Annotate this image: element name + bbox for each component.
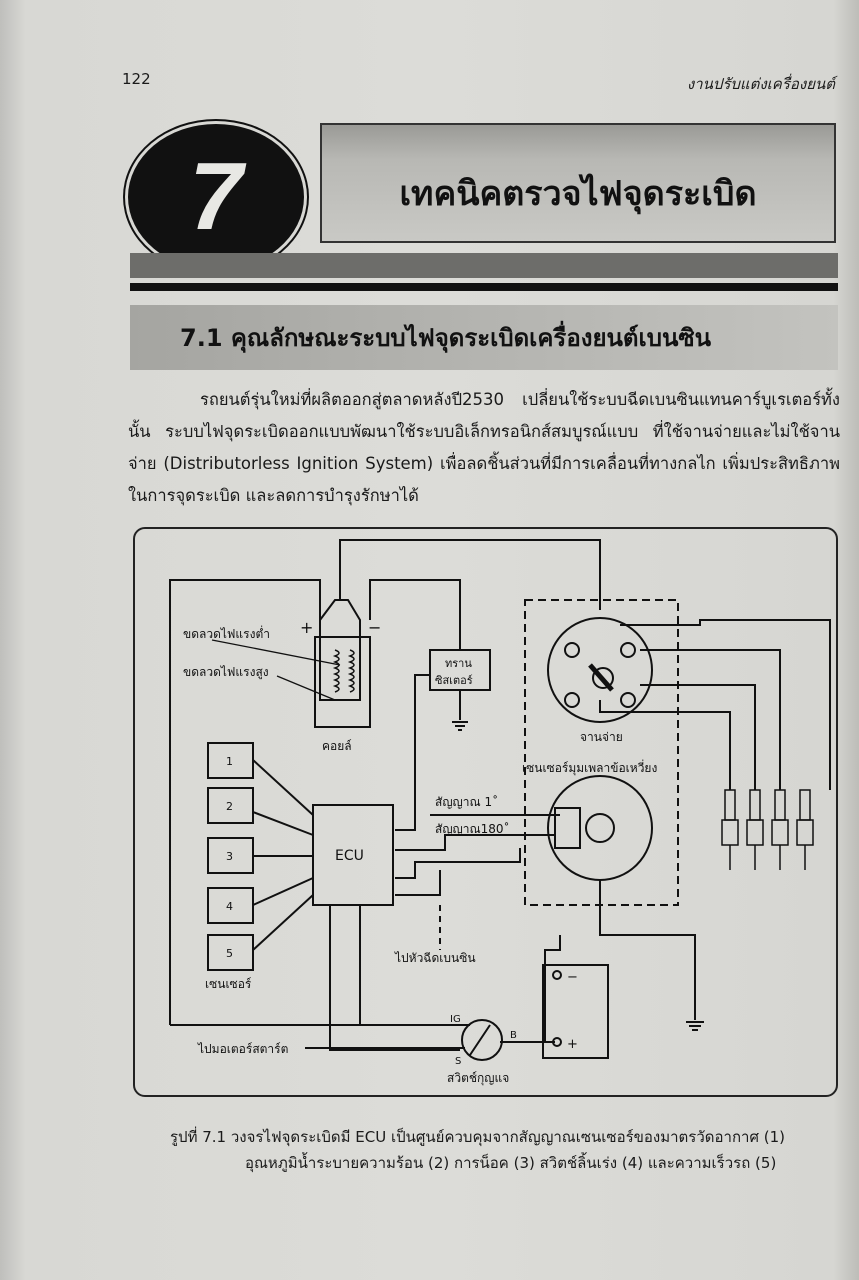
battery — [542, 964, 609, 1059]
to-starter-label: ไปมอเตอร์สตาร์ต — [197, 1042, 288, 1056]
sensor-1: 1 — [226, 755, 233, 768]
section-heading-box: 7.1 คุณลักษณะระบบไฟจุดระเบิดเครื่องยนต์เ… — [130, 305, 838, 370]
battery-minus: − — [567, 970, 578, 985]
coil-label: คอยล์ — [322, 739, 352, 753]
chapter-title-box: เทคนิคตรวจไฟจุดระเบิด — [320, 123, 836, 243]
chapter-badge: 7 — [128, 124, 304, 270]
chapter-title: เทคนิคตรวจไฟจุดระเบิด — [399, 174, 757, 214]
transistor-label-2: ซิสเตอร์ — [435, 674, 473, 687]
body-text: รถยนต์รุ่นใหม่ที่ผลิตออกสู่ตลาดหลังปี253… — [128, 384, 840, 512]
ecu-label: ECU — [335, 848, 364, 864]
switch-ig: IG — [450, 1014, 461, 1025]
transistor-label-1: ทราน — [445, 657, 472, 670]
signal-180-label: สัญญาณ180˚ — [435, 821, 510, 836]
divider-gray — [130, 253, 838, 278]
sensor-4: 4 — [226, 900, 233, 913]
page-number: 122 — [122, 70, 151, 88]
switch-s: S — [455, 1056, 461, 1067]
ignition-switch — [461, 1019, 503, 1061]
caption-line-2: อุณหภูมิน้ำระบายความร้อน (2) การน็อค (3)… — [245, 1154, 777, 1172]
wires — [169, 539, 831, 1051]
distributor-cap — [547, 617, 653, 723]
distributor-outline — [524, 599, 679, 906]
figure-caption: รูปที่ 7.1 วงจรไฟจุดระเบิดมี ECU เป็นศูน… — [170, 1124, 850, 1176]
chapter-number: 7 — [189, 143, 243, 250]
battery-plus: + — [567, 1037, 578, 1052]
distributor-label: จานจ่าย — [580, 730, 623, 744]
transistor-box — [429, 649, 491, 691]
sensor-label: เซนเซอร์ — [205, 977, 252, 991]
divider-black — [130, 283, 838, 291]
sensor-boxes — [207, 742, 314, 971]
ignition-switch-label: สวิตช์กุญแจ — [447, 1071, 509, 1086]
crank-sensor-label: เซนเซอร์มุมเพลาข้อเหวี่ยง — [522, 759, 657, 776]
running-head: งานปรับแต่งเครื่องยนต์ — [686, 75, 835, 93]
ignition-coil — [211, 599, 371, 728]
secondary-coil-label: ขดลวดไฟแรงสูง — [183, 665, 269, 680]
figure-frame — [133, 527, 838, 1097]
paragraph: รถยนต์รุ่นใหม่ที่ผลิตออกสู่ตลาดหลังปี253… — [128, 390, 840, 505]
coil-plus: + — [300, 618, 313, 637]
sensor-2: 2 — [226, 800, 233, 813]
ignition-circuit-diagram: + − ขดลวดไฟแรงต่ำ ขดลวดไฟแรงสูง คอยล์ ทร… — [169, 539, 831, 1086]
sensor-5: 5 — [226, 947, 233, 960]
signal-1-label: สัญญาณ 1˚ — [435, 794, 498, 809]
spark-plugs — [721, 789, 814, 870]
ground-icon — [452, 721, 468, 731]
ground-icon — [686, 1021, 704, 1031]
coil-minus: − — [368, 618, 381, 637]
sensor-3: 3 — [226, 850, 233, 863]
crank-sensor — [547, 775, 653, 881]
section-heading: 7.1 คุณลักษณะระบบไฟจุดระเบิดเครื่องยนต์เ… — [180, 324, 712, 352]
caption-line-1: รูปที่ 7.1 วงจรไฟจุดระเบิดมี ECU เป็นศูน… — [170, 1128, 785, 1146]
to-injector-label: ไปหัวฉีดเบนซิน — [394, 951, 476, 965]
primary-coil-label: ขดลวดไฟแรงต่ำ — [183, 625, 270, 641]
switch-b: B — [510, 1030, 517, 1041]
